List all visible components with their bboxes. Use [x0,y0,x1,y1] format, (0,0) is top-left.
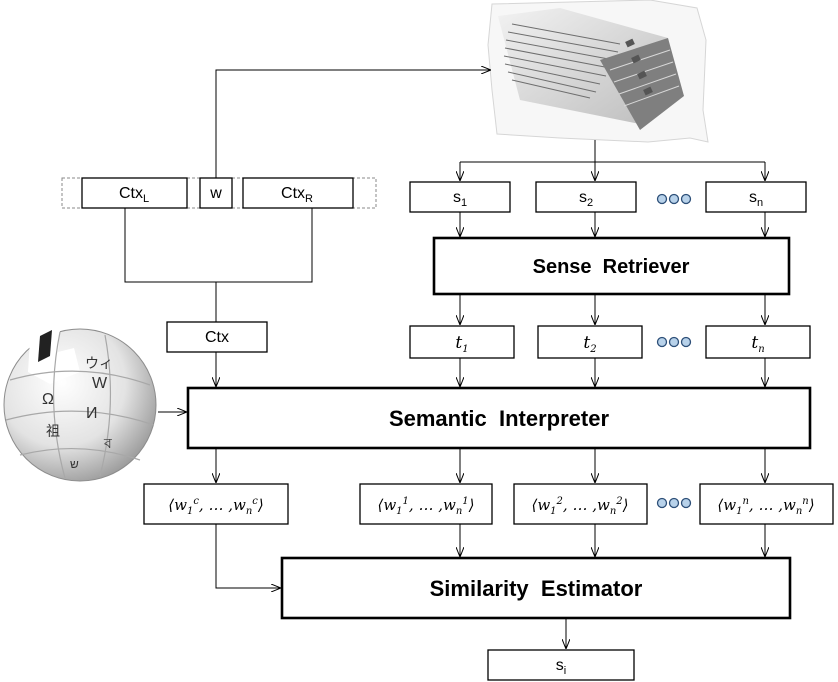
dictionary-image [487,0,709,143]
text-box-1 [409,325,515,359]
sense-label-n: sn [749,189,763,209]
target-word-label: w [209,185,222,202]
context-row: CtxL w CtxR [61,177,377,209]
svg-text:W: W [92,375,108,392]
text-label-2: t2 [583,333,596,355]
sense-vector-label-2: ⟨w12, … ,wn2⟩ [531,496,628,517]
semantic-interpreter-box [186,386,812,450]
svg-text:ウィ: ウィ [85,355,113,371]
output-sense-label: si [556,657,566,677]
sense-vector-label-1: ⟨w11, … ,wn1⟩ [377,496,474,517]
vectors-row: ⟨w1c, … ,wnc⟩ ⟨w11, … ,wn1⟩ ⟨w12, … ,wn2… [143,483,834,525]
context-vector-label: ⟨w1c, … ,wnc⟩ [168,496,264,517]
wikipedia-globe-icon: ウィ W Ω И 祖 ব ש [3,328,157,482]
text-box-2 [537,325,643,359]
svg-text:И: И [86,405,98,422]
texts-ellipsis-dots [656,336,692,348]
similarity-estimator-box [280,556,792,620]
output-sense-box [487,649,635,681]
svg-text:Ω: Ω [42,391,54,408]
semantic-interpreter-label: Semantic Interpreter [389,406,610,431]
ctx-label: Ctx [205,329,229,346]
svg-text:祖: 祖 [46,423,60,439]
vectors-ellipsis-dots [656,497,692,509]
text-label-1: t1 [455,333,468,355]
sense-label-1: s1 [453,189,467,209]
ctx-right-box [242,177,354,209]
sense-vector-box-1 [359,483,493,525]
ctx-vector-to-estimator-arrow [215,524,280,588]
sense-box-2 [535,181,637,213]
texts-row: t1 t2 tn [409,325,811,359]
senses-row: s1 s2 sn [409,181,807,213]
sense-vector-box-2 [513,483,648,525]
ctx-right-label: CtxR [281,185,313,205]
senses-ellipsis-dots [656,193,692,205]
text-box-n [705,325,811,359]
sense-retriever-label: Sense Retriever [533,256,690,278]
context-vector-box [143,483,289,525]
sense-vector-label-n: ⟨w1n, … ,wnn⟩ [717,496,814,517]
ctx-box [166,321,268,353]
ctx-left-label: CtxL [119,185,149,205]
sense-retriever-box [432,236,791,296]
ctx-left-box [81,177,188,209]
svg-text:ש: ש [70,457,79,471]
similarity-estimator-label: Similarity Estimator [430,576,643,601]
text-label-n: tn [751,333,764,355]
word-to-dictionary-arrow [215,70,490,178]
sense-vector-box-n [699,483,834,525]
sense-label-2: s2 [579,189,593,209]
context-merge-line [124,208,313,283]
svg-text:ব: ব [103,435,112,451]
sense-box-n [705,181,807,213]
